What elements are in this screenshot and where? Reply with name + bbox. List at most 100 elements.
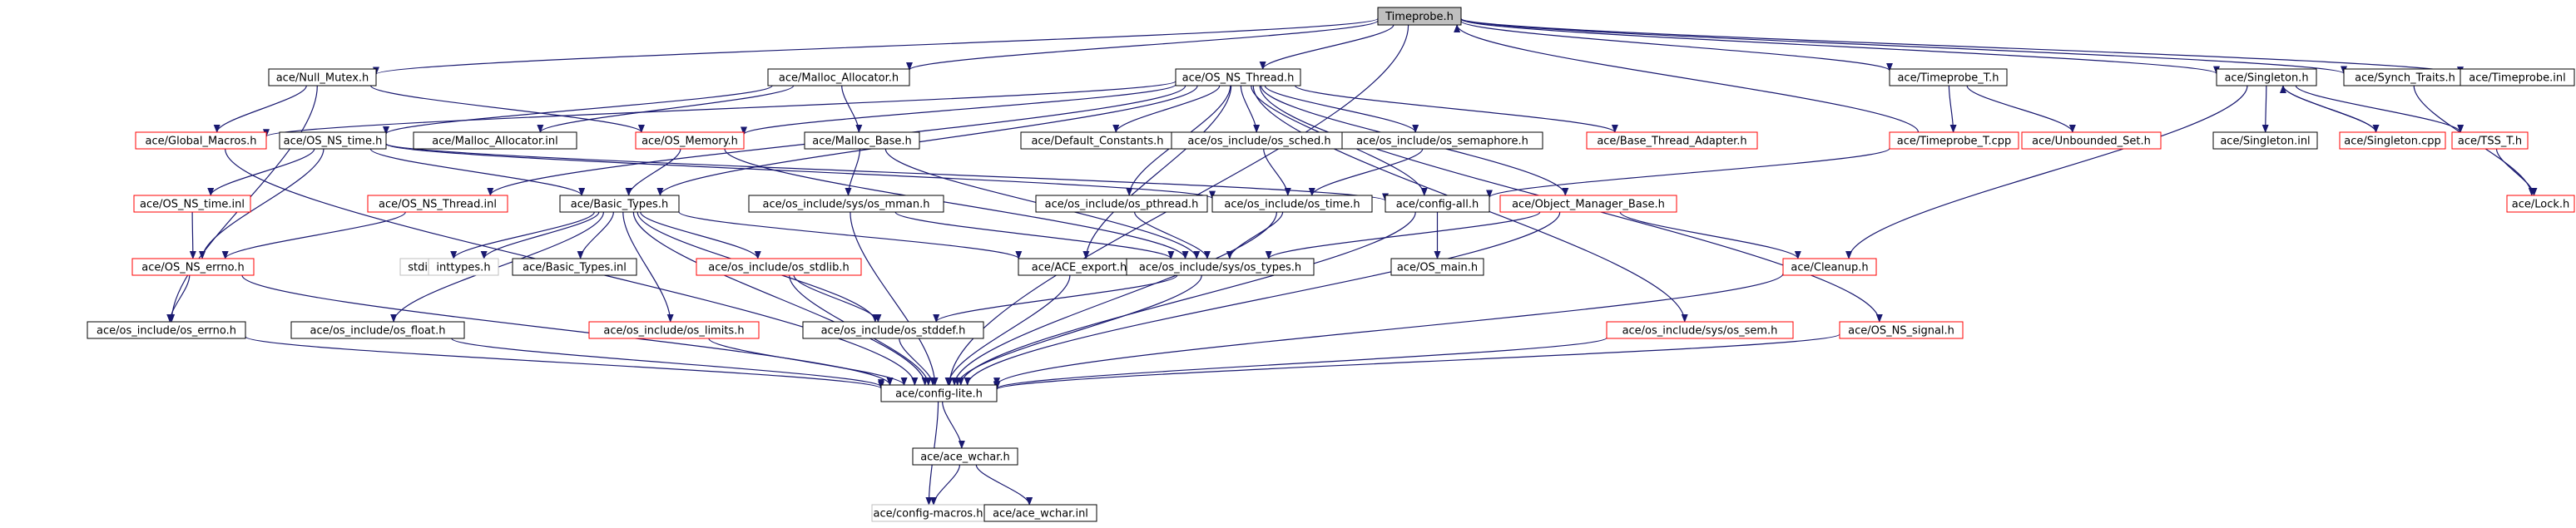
node-box-malloc_base[interactable] — [804, 131, 920, 150]
node-box-timeprobe_t_cpp[interactable] — [1889, 131, 2019, 150]
node-label-os_include_errno: ace/os_include/os_errno.h — [97, 325, 236, 338]
node-box-os_stdlib[interactable] — [696, 258, 862, 276]
node-basic_types_inl[interactable]: ace/Basic_Types.inl — [512, 258, 637, 276]
node-box-os_ns_thread_h[interactable] — [1175, 68, 1301, 86]
node-timeprobe_inl[interactable]: ace/Timeprobe.inl — [2460, 68, 2575, 86]
node-os_stddef[interactable]: ace/os_include/os_stddef.h — [802, 321, 984, 339]
node-os_include_time[interactable]: ace/os_include/os_time.h — [1211, 195, 1373, 213]
node-box-os_ns_time_h[interactable] — [279, 131, 387, 150]
node-singleton_inl[interactable]: ace/Singleton.inl — [2212, 131, 2318, 150]
node-box-timeprobe_h[interactable] — [1377, 7, 1462, 26]
node-os_ns_thread_h[interactable]: ace/OS_NS_Thread.h — [1175, 68, 1301, 86]
node-box-basic_types_h[interactable] — [559, 195, 680, 213]
node-box-os_stddef[interactable] — [802, 321, 984, 339]
node-lock_h[interactable]: ace/Lock.h — [2506, 195, 2575, 213]
node-box-config_lite[interactable] — [880, 384, 998, 402]
node-box-os_types[interactable] — [1126, 258, 1315, 276]
node-singleton_h[interactable]: ace/Singleton.h — [2216, 68, 2317, 86]
node-box-os_include_time[interactable] — [1211, 195, 1373, 213]
node-box-os_float[interactable] — [290, 321, 465, 339]
node-singleton_cpp[interactable]: ace/Singleton.cpp — [2339, 131, 2446, 150]
node-synch_traits[interactable]: ace/Synch_Traits.h — [2343, 68, 2467, 86]
node-os_sched[interactable]: ace/os_include/os_sched.h — [1171, 131, 1348, 150]
node-box-inttypes[interactable] — [428, 258, 499, 276]
node-tss_t[interactable]: ace/TSS_T.h — [2451, 131, 2529, 150]
node-os_limits[interactable]: ace/os_include/os_limits.h — [588, 321, 760, 339]
node-box-base_thread_adapter[interactable] — [1586, 131, 1758, 150]
node-malloc_base[interactable]: ace/Malloc_Base.h — [804, 131, 920, 150]
node-os_pthread[interactable]: ace/os_include/os_pthread.h — [1035, 195, 1208, 213]
node-box-singleton_inl[interactable] — [2212, 131, 2318, 150]
node-timeprobe_t_cpp[interactable]: ace/Timeprobe_T.cpp — [1889, 131, 2019, 150]
node-box-malloc_allocator_inl[interactable] — [413, 131, 577, 150]
edge-os_stdlib-to-os_stddef — [793, 274, 882, 323]
node-box-basic_types_inl[interactable] — [512, 258, 637, 276]
node-config_macros[interactable]: ace/config-macros.h — [871, 504, 985, 522]
node-timeprobe_h[interactable]: Timeprobe.h — [1377, 7, 1462, 26]
node-box-null_mutex[interactable] — [268, 68, 377, 86]
node-box-os_memory[interactable] — [635, 131, 745, 150]
node-box-malloc_allocator[interactable] — [767, 68, 910, 86]
node-box-lock_h[interactable] — [2506, 195, 2575, 213]
node-timeprobe_t_h[interactable]: ace/Timeprobe_T.h — [1889, 68, 2008, 86]
node-inttypes[interactable]: inttypes.h — [428, 258, 499, 276]
node-box-cleanup[interactable] — [1782, 258, 1877, 276]
edge-os_float-to-config_lite — [451, 338, 884, 388]
node-null_mutex[interactable]: ace/Null_Mutex.h — [268, 68, 377, 86]
edge-os_types-to-os_stddef — [933, 274, 1178, 323]
node-box-object_manager_base[interactable] — [1499, 195, 1677, 213]
node-box-os_include_errno[interactable] — [87, 321, 246, 339]
node-os_memory[interactable]: ace/OS_Memory.h — [635, 131, 745, 150]
node-box-global_macros[interactable] — [135, 131, 267, 150]
node-box-singleton_cpp[interactable] — [2339, 131, 2446, 150]
node-box-os_ns_errno[interactable] — [131, 258, 255, 276]
node-ace_wchar_inl[interactable]: ace/ace_wchar.inl — [983, 504, 1097, 522]
node-base_thread_adapter[interactable]: ace/Base_Thread_Adapter.h — [1586, 131, 1758, 150]
node-box-os_semaphore[interactable] — [1341, 131, 1543, 150]
node-os_ns_errno[interactable]: ace/OS_NS_errno.h — [131, 258, 255, 276]
node-box-os_limits[interactable] — [588, 321, 760, 339]
node-config_lite[interactable]: ace/config-lite.h — [880, 384, 998, 402]
node-box-timeprobe_inl[interactable] — [2460, 68, 2575, 86]
node-box-config_all[interactable] — [1385, 195, 1490, 213]
node-os_ns_time_h[interactable]: ace/OS_NS_time.h — [279, 131, 387, 150]
node-box-os_ns_time_inl[interactable] — [133, 195, 251, 213]
node-ace_wchar_h[interactable]: ace/ace_wchar.h — [912, 447, 1018, 466]
node-os_ns_signal[interactable]: ace/OS_NS_signal.h — [1839, 321, 1964, 339]
node-os_float[interactable]: ace/os_include/os_float.h — [290, 321, 465, 339]
node-basic_types_h[interactable]: ace/Basic_Types.h — [559, 195, 680, 213]
node-object_manager_base[interactable]: ace/Object_Manager_Base.h — [1499, 195, 1677, 213]
node-unbounded_set[interactable]: ace/Unbounded_Set.h — [2021, 131, 2162, 150]
edge-cleanup-to-config_lite — [993, 273, 1784, 387]
node-box-singleton_h[interactable] — [2216, 68, 2317, 86]
node-os_mman[interactable]: ace/os_include/sys/os_mman.h — [748, 195, 944, 213]
node-box-unbounded_set[interactable] — [2021, 131, 2162, 150]
node-os_include_errno[interactable]: ace/os_include/os_errno.h — [87, 321, 246, 339]
node-box-tss_t[interactable] — [2451, 131, 2529, 150]
node-box-ace_wchar_h[interactable] — [912, 447, 1018, 466]
node-os_semaphore[interactable]: ace/os_include/os_semaphore.h — [1341, 131, 1543, 150]
node-box-ace_wchar_inl[interactable] — [983, 504, 1097, 522]
node-global_macros[interactable]: ace/Global_Macros.h — [135, 131, 267, 150]
node-box-timeprobe_t_h[interactable] — [1889, 68, 2008, 86]
node-label-singleton_h: ace/Singleton.h — [2224, 72, 2308, 85]
node-default_constants[interactable]: ace/Default_Constants.h — [1020, 131, 1175, 150]
node-box-os_ns_signal[interactable] — [1839, 321, 1964, 339]
node-box-os_ns_thread_inl[interactable] — [367, 195, 508, 213]
node-malloc_allocator[interactable]: ace/Malloc_Allocator.h — [767, 68, 910, 86]
node-box-os_main[interactable] — [1390, 258, 1484, 276]
node-cleanup[interactable]: ace/Cleanup.h — [1782, 258, 1877, 276]
node-config_all[interactable]: ace/config-all.h — [1385, 195, 1490, 213]
node-os_ns_thread_inl[interactable]: ace/OS_NS_Thread.inl — [367, 195, 508, 213]
edge-os_stddef-to-config_lite — [899, 338, 937, 386]
node-os_stdlib[interactable]: ace/os_include/os_stdlib.h — [696, 258, 862, 276]
node-os_ns_time_inl[interactable]: ace/OS_NS_time.inl — [133, 195, 251, 213]
node-os_main[interactable]: ace/OS_main.h — [1390, 258, 1484, 276]
node-ace_export[interactable]: ace/ACE_export.h — [1018, 258, 1141, 276]
node-box-os_mman[interactable] — [748, 195, 944, 213]
node-box-os_sem[interactable] — [1606, 321, 1794, 339]
node-malloc_allocator_inl[interactable]: ace/Malloc_Allocator.inl — [413, 131, 577, 150]
node-box-os_pthread[interactable] — [1035, 195, 1208, 213]
node-os_types[interactable]: ace/os_include/sys/os_types.h — [1126, 258, 1315, 276]
node-os_sem[interactable]: ace/os_include/sys/os_sem.h — [1606, 321, 1794, 339]
